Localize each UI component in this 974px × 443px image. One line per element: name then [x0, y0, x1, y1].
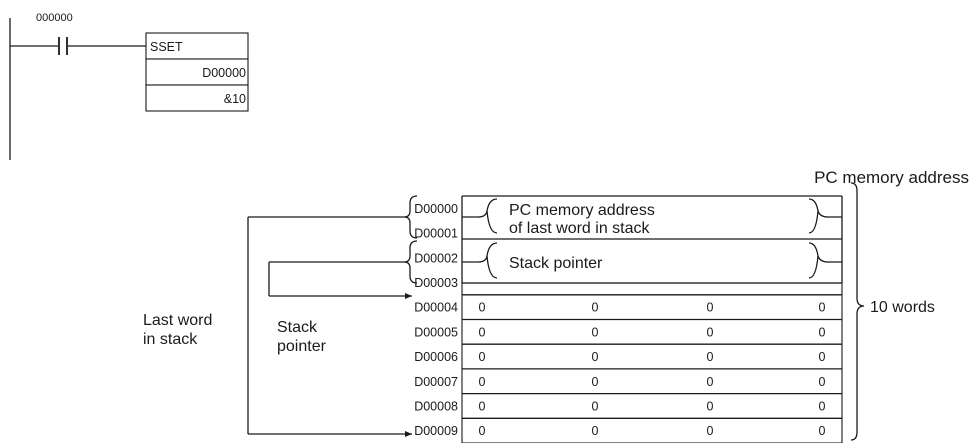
address-label: D00002	[414, 251, 458, 265]
memory-cell-value: 0	[707, 325, 714, 339]
address-label: D00009	[414, 424, 458, 438]
memory-cell-value: 0	[592, 400, 599, 414]
last-word-address-line-1: PC memory address	[509, 202, 655, 219]
memory-cell-value: 0	[479, 350, 486, 364]
stack-pointer-cell-label: Stack pointer	[509, 255, 603, 272]
ladder-diagram: 000000 SSET D00000 &10	[9, 12, 249, 160]
memory-cell-value: 0	[819, 375, 826, 389]
memory-cell-value: 0	[592, 325, 599, 339]
last-word-connector	[247, 216, 412, 437]
instruction-operand-2: &10	[224, 92, 246, 106]
memory-table: 0 0 0 0 0 0 0 0 0 0 0 0 0 0 0 0 0 0 0 0 0 0 0 0	[461, 195, 843, 443]
no-contact-icon	[10, 37, 146, 55]
ten-words-brace	[850, 182, 865, 441]
memory-cell-value: 0	[479, 375, 486, 389]
memory-cell-value: 0	[592, 424, 599, 438]
last-word-address-line-2: of last word in stack	[509, 220, 651, 237]
memory-cell-value: 0	[707, 375, 714, 389]
instruction-operand-1: D00000	[202, 66, 246, 80]
stack-pointer-label-line-2: pointer	[277, 338, 327, 355]
address-label: D00005	[414, 325, 458, 339]
memory-cell-value: 0	[819, 325, 826, 339]
sset-instruction-block: SSET D00000 &10	[145, 32, 249, 112]
address-label: D00003	[414, 276, 458, 290]
value-cells: 0 0 0 0 0 0 0 0 0 0 0 0 0 0 0 0 0 0 0 0 0 0 0 0	[479, 301, 826, 438]
memory-cell-value: 0	[707, 350, 714, 364]
stack-pointer-connector	[268, 261, 412, 299]
address-label: D00004	[414, 301, 458, 315]
memory-cell-value: 0	[819, 424, 826, 438]
memory-cell-value: 0	[592, 301, 599, 315]
stack-pointer-label-line-1: Stack	[277, 319, 318, 336]
memory-cell-value: 0	[707, 424, 714, 438]
contact-address: 000000	[36, 12, 73, 24]
memory-cell-value: 0	[479, 325, 486, 339]
memory-cell-value: 0	[592, 350, 599, 364]
address-label: D00006	[414, 350, 458, 364]
last-word-address-brace	[462, 198, 842, 234]
memory-cell-value: 0	[479, 424, 486, 438]
memory-cell-value: 0	[707, 301, 714, 315]
memory-cell-value: 0	[707, 400, 714, 414]
address-label: D00001	[414, 227, 458, 241]
memory-cell-value: 0	[479, 301, 486, 315]
memory-cell-value: 0	[479, 400, 486, 414]
address-label: D00008	[414, 400, 458, 414]
last-word-label-line-2: in stack	[143, 331, 198, 348]
address-label: D00007	[414, 375, 458, 389]
memory-cell-value: 0	[819, 301, 826, 315]
memory-cell-value: 0	[819, 350, 826, 364]
stack-pointer-brace	[462, 242, 842, 279]
address-label: D00000	[414, 202, 458, 216]
memory-cell-value: 0	[819, 400, 826, 414]
instruction-name: SSET	[150, 40, 183, 54]
last-word-label-line-1: Last word	[143, 312, 212, 329]
ten-words-label: 10 words	[870, 299, 935, 316]
pc-memory-address-header: PC memory address	[814, 168, 969, 187]
address-labels: D00000D00001D00002D00003D00004D00005D000…	[414, 202, 458, 438]
memory-cell-value: 0	[592, 375, 599, 389]
